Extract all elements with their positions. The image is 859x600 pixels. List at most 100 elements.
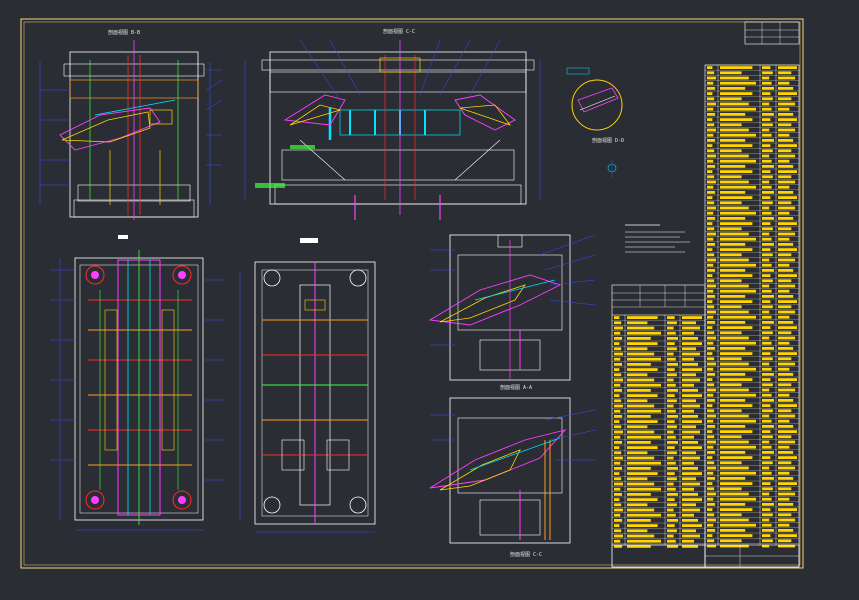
bom-cell-text [614, 425, 622, 429]
bom-cell-text [667, 373, 677, 377]
bom-cell-text [720, 253, 742, 257]
bom-cell-text [778, 258, 796, 262]
bom-cell-text [627, 326, 655, 330]
bom-cell-text [778, 508, 797, 511]
bom-cell-text [762, 487, 773, 491]
bom-cell-text [707, 128, 716, 132]
bom-cell-text [707, 383, 715, 387]
bom-cell-text [720, 123, 742, 127]
bom-cell-text [720, 217, 746, 220]
bom-cell-text [707, 180, 716, 184]
bom-cell-text [762, 336, 770, 340]
bom-table-lower [611, 284, 706, 568]
bom-cell-text [707, 393, 714, 397]
bom-cell-text [720, 113, 746, 116]
bom-cell-text [720, 529, 746, 532]
bom-cell-text [682, 373, 696, 377]
bom-cell-text [778, 503, 794, 506]
bom-cell-text [667, 415, 678, 418]
bom-cell-text [707, 107, 714, 111]
bom-cell-text [667, 342, 675, 345]
bom-cell-text [778, 237, 790, 241]
bom-cell-text [682, 399, 696, 403]
bom-cell-text [667, 539, 676, 543]
bom-cell-text [614, 498, 620, 501]
bom-cell-text [707, 248, 713, 251]
bom-cell-text [667, 435, 676, 439]
bom-cell-text [682, 420, 702, 423]
bom-cell-text [762, 295, 774, 298]
section-view-c-c-top[interactable]: 剖面视图 C-C [244, 28, 541, 220]
bom-cell-text [778, 175, 792, 179]
bom-cell-text [720, 393, 756, 397]
section-view-b-b[interactable]: 剖面视图 B-B [39, 29, 223, 220]
bom-cell-text [762, 222, 771, 225]
bom-cell-text [707, 321, 716, 324]
bom-cell-text [762, 461, 773, 465]
bom-cell-text [614, 435, 621, 439]
bom-cell-text [667, 337, 678, 340]
bom-cell-text [762, 159, 772, 163]
bom-cell-text [707, 326, 713, 329]
bom-cell-text [614, 337, 623, 340]
bom-cell-text [720, 102, 749, 106]
bom-cell-text [682, 321, 696, 325]
section-view-c-c-bottom[interactable]: 剖面视图 C-C [429, 397, 596, 558]
bom-cell-text [778, 227, 792, 231]
bom-cell-text [707, 118, 713, 121]
bom-cell-text [627, 378, 655, 382]
bom-cell-text [778, 362, 796, 366]
bom-cell-text [682, 441, 698, 444]
bom-cell-text [682, 539, 694, 543]
bom-cell-text [762, 113, 774, 116]
bom-cell-text [614, 326, 623, 330]
bom-cell-text [720, 466, 749, 470]
bom-cell-text [682, 493, 698, 496]
bom-cell-text [614, 373, 622, 377]
bom-cell-text [720, 326, 753, 329]
bom-cell-text [707, 477, 716, 480]
bom-cell-text [778, 107, 790, 111]
bom-cell-text [667, 498, 675, 501]
bom-cell-text [720, 170, 753, 173]
detail-view-d-d[interactable]: 剖面视图 D-D [566, 67, 624, 178]
bom-cell-text [762, 367, 772, 371]
bom-cell-text [778, 113, 794, 116]
bom-cell-text [614, 472, 620, 475]
bom-cell-text [720, 341, 756, 345]
bom-cell-text [707, 435, 715, 439]
bom-cell-text [778, 263, 790, 267]
bom-cell-text [627, 519, 651, 522]
bom-cell-text [762, 123, 773, 127]
bom-cell-text [614, 404, 623, 408]
plan-view-moving-half[interactable] [50, 235, 225, 531]
bom-cell-text [614, 529, 622, 533]
bom-cell-text [682, 435, 694, 439]
bom-cell-text [762, 102, 770, 106]
section-view-a-a[interactable]: 剖面视图 A-A [428, 234, 596, 391]
bom-cell-text [762, 217, 774, 220]
plan-view-fixed-half[interactable] [239, 238, 376, 533]
bom-cell-text [614, 389, 623, 392]
bom-cell-text [627, 415, 651, 418]
bom-cell-text [778, 383, 792, 387]
bom-cell-text [720, 97, 742, 101]
bom-cell-text [762, 409, 773, 413]
bom-cell-text [720, 128, 749, 132]
bom-cell-text [762, 492, 770, 496]
bom-cell-text [707, 217, 716, 220]
bom-cell-text [707, 373, 716, 376]
bom-cell-text [778, 497, 790, 501]
bom-cell-text [667, 456, 674, 460]
bom-cell-text [707, 159, 714, 163]
bom-cell-text [627, 529, 648, 533]
bom-cell-text [720, 144, 753, 147]
bom-cell-text [720, 279, 742, 283]
bom-cell-text [707, 206, 716, 210]
bom-cell-text [762, 107, 772, 111]
bom-cell-text [707, 352, 713, 355]
bom-cell-text [778, 248, 797, 251]
bom-cell-text [614, 467, 623, 470]
bom-cell-text [720, 165, 746, 168]
